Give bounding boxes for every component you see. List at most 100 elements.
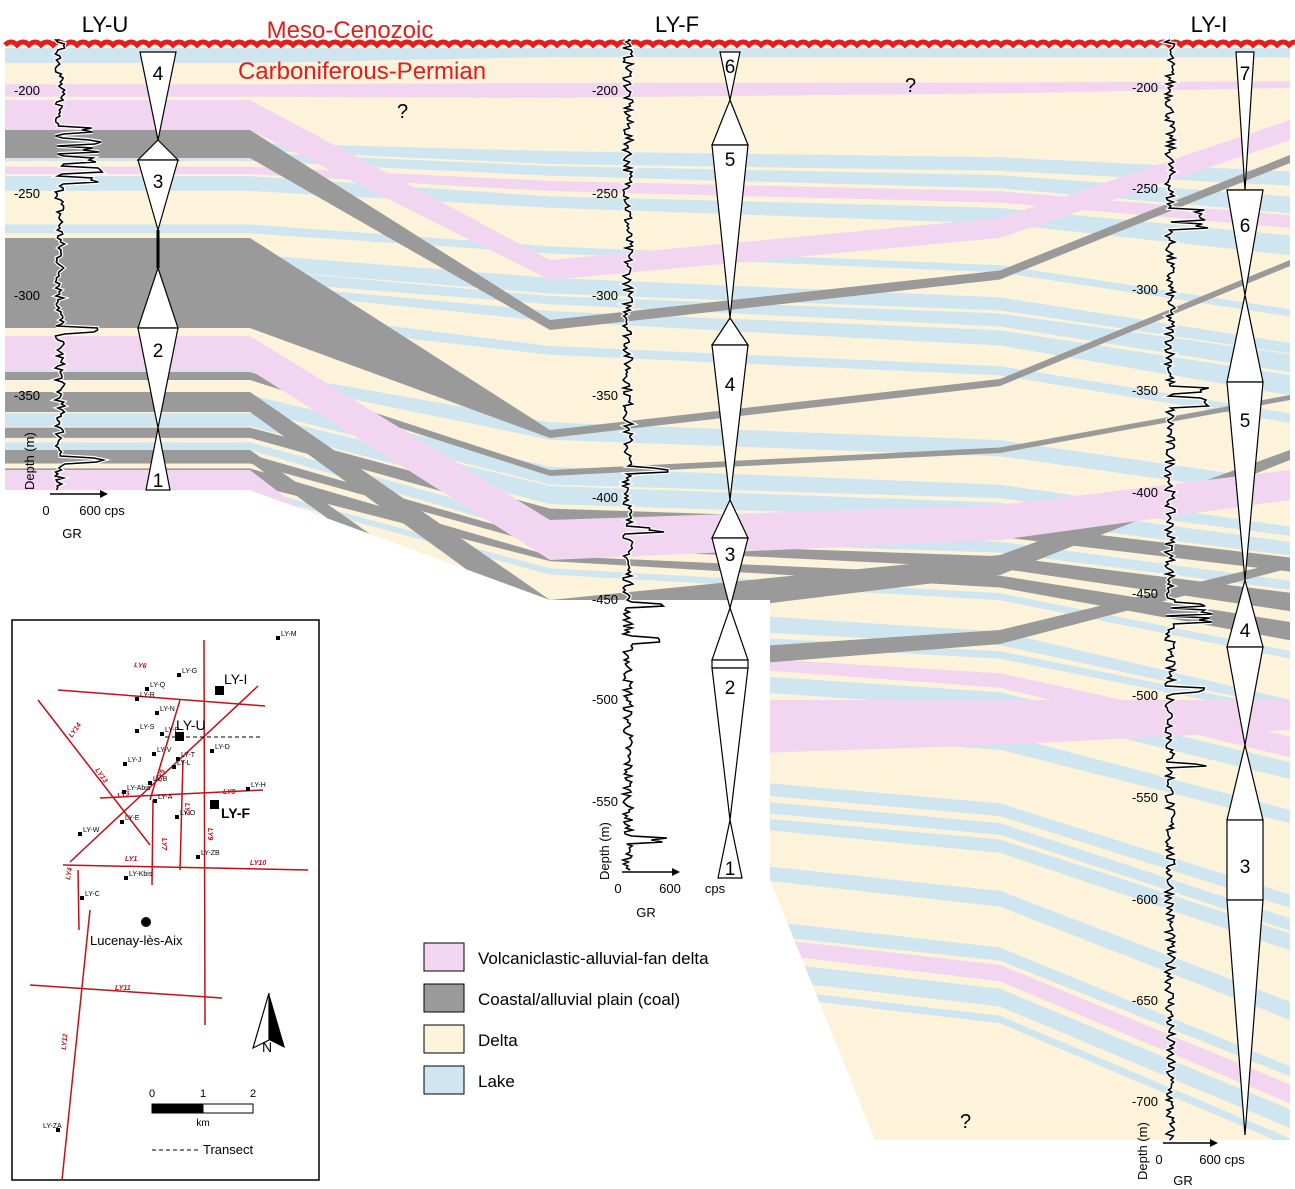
legend: Volcaniclastic-alluvial-fan delta Coasta… — [423, 942, 709, 1095]
legend-label: Volcaniclastic-alluvial-fan delta — [478, 949, 709, 968]
map-well-label: LY-L — [177, 760, 191, 767]
north-arrow-right — [269, 993, 285, 1048]
sequence-label: 5 — [1240, 411, 1251, 432]
sequence-triangle — [711, 606, 749, 661]
map-well-marker — [246, 787, 250, 791]
line-label: LY12 — [61, 1033, 69, 1050]
scale-bar-white — [202, 1103, 254, 1114]
map-well-label: LY-M — [281, 631, 297, 638]
legend-swatch-volcaniclastic — [423, 942, 465, 972]
seismic-line — [29, 984, 223, 999]
sequence-label: 5 — [725, 150, 736, 171]
line-label: LY4 — [65, 867, 74, 880]
transect-legend-label: Transect — [203, 1142, 253, 1157]
facies-band — [5, 100, 1290, 280]
sequence-label: 3 — [725, 545, 736, 566]
sequence-column-ly-i — [1226, 51, 1264, 1136]
well-title-ly-u: LY-U — [82, 12, 128, 37]
facies-band — [5, 490, 1290, 908]
sequence-triangle — [1235, 51, 1255, 191]
scale-tick: 2 — [250, 1088, 256, 1100]
sequence-label: 1 — [725, 859, 736, 880]
upper-unit-label: Meso-Cenozoic — [267, 17, 434, 44]
gr-axis-arrow — [100, 490, 108, 498]
north-arrow-icon: N — [252, 992, 285, 1055]
depth-tick: -500 — [592, 692, 618, 707]
facies-band — [5, 81, 1290, 98]
facies-band — [5, 490, 1290, 1020]
map-well-marker — [124, 876, 128, 880]
gr-scale-unit: cps — [705, 881, 726, 896]
map-well-marker — [196, 855, 200, 859]
facies-band — [5, 152, 1290, 214]
well-ly-i: LY-I -200 -250 -300 -350 -400 -450 -500 … — [1132, 12, 1264, 1188]
map-well-label: LY-Abis — [127, 785, 151, 792]
facies-band — [5, 130, 1290, 330]
sequence-triangle — [719, 51, 741, 101]
sequence-label: 1 — [153, 471, 164, 492]
map-big-well-label: LY-F — [221, 805, 250, 821]
gr-scale-max: 600 cps — [1199, 1152, 1245, 1167]
question-mark-3: ? — [960, 1111, 971, 1133]
well-ly-f: LY-F -200 -250 -300 -350 -400 -450 -500 … — [592, 12, 750, 920]
gr-axis-arrow — [672, 868, 680, 876]
scale-tick: 1 — [200, 1088, 206, 1100]
depth-tick: -250 — [14, 186, 40, 201]
line-label: LY6 — [134, 662, 147, 670]
map-well-label: LY-B — [153, 776, 168, 783]
map-well-marker — [122, 790, 126, 794]
depth-tick: -600 — [1132, 892, 1158, 907]
depth-tick: -350 — [592, 388, 618, 403]
depth-tick: -400 — [1132, 485, 1158, 500]
sequence-label: 3 — [153, 172, 164, 193]
map-well-marker — [276, 636, 280, 640]
sequence-triangle — [711, 144, 749, 319]
sequence-box — [1226, 819, 1264, 901]
map-well-marker — [135, 697, 139, 701]
sequence-triangle — [145, 427, 171, 491]
facies-band — [5, 490, 1290, 931]
sequence-triangle — [137, 159, 179, 233]
sequence-triangle — [1226, 899, 1264, 1136]
map-well-label: LY-H — [251, 782, 266, 789]
legend-swatch-lake — [423, 1065, 465, 1095]
town-label: Lucenay-lès-Aix — [90, 933, 183, 948]
map-well-marker — [210, 749, 214, 753]
seismic-line — [62, 864, 309, 871]
question-mark-1: ? — [397, 101, 408, 123]
depth-tick: -550 — [1132, 790, 1158, 805]
well-title-ly-i: LY-I — [1191, 12, 1228, 37]
legend-swatch-delta — [423, 1024, 465, 1054]
line-label: LY2 — [183, 803, 190, 815]
depth-tick: -200 — [1132, 80, 1158, 95]
sequence-label: 2 — [153, 341, 164, 362]
seismic-line — [57, 689, 266, 707]
gr-log-ly-u-line — [52, 39, 107, 491]
sequence-triangle — [711, 667, 749, 821]
legend-label: Coastal/alluvial plain (coal) — [478, 990, 680, 1009]
map-well-marker — [123, 762, 127, 766]
depth-tick: -250 — [1132, 181, 1158, 196]
gr-label: GR — [1173, 1173, 1193, 1188]
depth-tick: -300 — [592, 288, 618, 303]
gr-scale-min: 0 — [42, 503, 49, 518]
legend-label: Lake — [478, 1072, 515, 1091]
map-well-label: LY-N — [160, 706, 175, 713]
map-well-label: LY-O — [180, 810, 196, 817]
map-well-marker — [160, 732, 164, 736]
gr-scale-min: 0 — [1155, 1152, 1162, 1167]
depth-tick: -200 — [14, 83, 40, 98]
sequence-triangle — [711, 344, 749, 501]
facies-band — [5, 369, 1290, 497]
map-well-marker — [148, 781, 152, 785]
seismic-line — [77, 869, 80, 931]
depth-tick: -250 — [592, 186, 618, 201]
sequence-triangle — [139, 51, 177, 141]
gr-log-ly-f-line — [619, 39, 669, 871]
sequence-label: 3 — [1240, 857, 1251, 878]
map-well-label: LY-W — [83, 827, 100, 834]
map-big-well-label: LY-I — [224, 671, 247, 687]
seismic-line — [149, 699, 181, 801]
